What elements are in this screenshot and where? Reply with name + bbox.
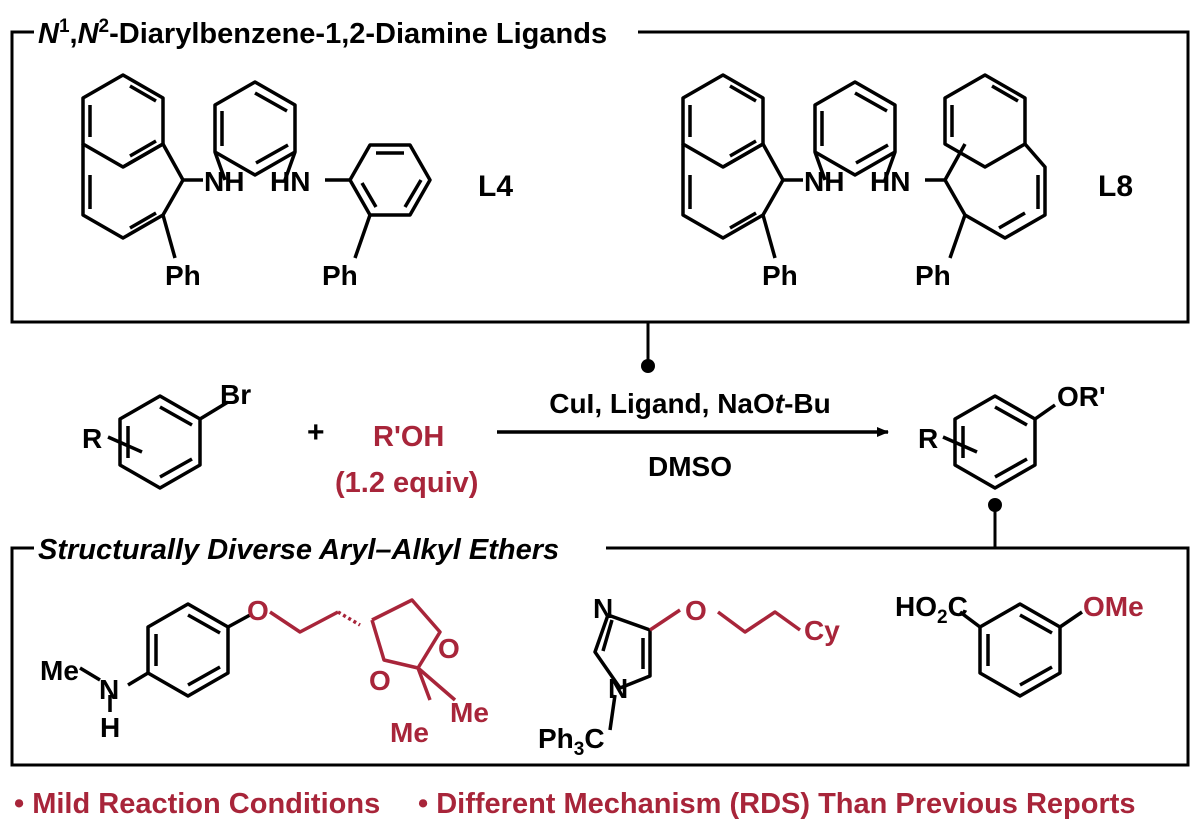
title-n2: N bbox=[78, 18, 100, 50]
ligand-l8-structure bbox=[681, 73, 1047, 259]
ex3-acid-b: C bbox=[948, 591, 968, 622]
ethers-box-title: Structurally Diverse Aryl–Alkyl Ethers bbox=[38, 534, 559, 566]
ex1-me-b: Me bbox=[390, 717, 429, 748]
ex1-n: N bbox=[99, 674, 119, 705]
product-connector bbox=[988, 498, 1002, 548]
l4-nh-2: HN bbox=[270, 166, 310, 197]
title-n1: N bbox=[38, 18, 60, 50]
title-sup1: 1 bbox=[59, 16, 70, 37]
ligand-l4-structure bbox=[81, 73, 432, 259]
product-or: OR' bbox=[1057, 381, 1106, 412]
ex2-trityl-a: Ph bbox=[538, 723, 574, 754]
ex1-h: H bbox=[100, 712, 120, 743]
footer-bullet-2: • Different Mechanism (RDS) Than Previou… bbox=[418, 788, 1136, 820]
reaction-conditions: CuI, Ligand, NaOt-Bu bbox=[549, 388, 831, 419]
ex1-me-left: Me bbox=[40, 655, 79, 686]
conditions-part-a: CuI, Ligand, NaO bbox=[549, 388, 775, 419]
l4-biphenyl-ring bbox=[348, 143, 432, 217]
alcohol-equiv: (1.2 equiv) bbox=[335, 467, 478, 499]
reaction-row: R Br + R'OH (1.2 equiv) CuI, Ligand, NaO… bbox=[82, 379, 1106, 499]
title-rest: -Diarylbenzene-1,2-Diamine Ligands bbox=[109, 18, 607, 50]
example-2-structure bbox=[593, 608, 802, 731]
example-3-structure bbox=[958, 602, 1083, 698]
l8-nh-2: HN bbox=[870, 166, 910, 197]
title-sup2: 2 bbox=[99, 16, 110, 37]
ex2-trityl-b: C bbox=[584, 723, 604, 754]
reaction-solvent: DMSO bbox=[648, 451, 732, 482]
ex2-trityl-sub: 3 bbox=[574, 739, 585, 760]
ex3-acid-sub: 2 bbox=[937, 607, 948, 628]
aryl-bromide-br: Br bbox=[220, 379, 251, 410]
example-1-structure bbox=[79, 598, 457, 712]
ligand-connector bbox=[641, 322, 655, 373]
ethers-box: Structurally Diverse Aryl–Alkyl Ethers M… bbox=[10, 534, 1190, 767]
ligand-box-title: N1,N2-Diarylbenzene-1,2-Diamine Ligands bbox=[38, 16, 607, 50]
plus-sign: + bbox=[307, 416, 325, 449]
conditions-part-b: -Bu bbox=[784, 388, 831, 419]
l4-nh-1: NH bbox=[204, 166, 244, 197]
aryl-bromide-structure bbox=[107, 394, 229, 490]
ex2-n-top: N bbox=[593, 593, 613, 624]
l4-central-benzene bbox=[213, 80, 297, 177]
ligand-box: N1,N2-Diarylbenzene-1,2-Diamine Ligands … bbox=[10, 16, 1190, 324]
l8-ph-2: Ph bbox=[915, 260, 951, 291]
product-r: R bbox=[918, 423, 938, 454]
ex1-o-ring1: O bbox=[438, 633, 460, 664]
ex2-cy: Cy bbox=[804, 615, 840, 646]
ligand-l8-label: L8 bbox=[1098, 170, 1133, 203]
aryl-bromide-r: R bbox=[82, 423, 102, 454]
l4-naphthalene-ring-b bbox=[81, 142, 185, 240]
ex1-o-ring2: O bbox=[369, 665, 391, 696]
l4-ph-1: Ph bbox=[165, 260, 201, 291]
l8-nh-1: NH bbox=[804, 166, 844, 197]
ex2-o-ether: O bbox=[685, 595, 707, 626]
l8-ph-1: Ph bbox=[762, 260, 798, 291]
l4-ph-2: Ph bbox=[322, 260, 358, 291]
product-structure bbox=[942, 394, 1057, 490]
conditions-part-t: t bbox=[775, 388, 786, 419]
ex1-o-ether: O bbox=[247, 595, 269, 626]
alcohol-reagent: R'OH bbox=[373, 421, 444, 453]
ex3-acid: HO2C bbox=[895, 591, 968, 628]
footer-bullet-1: • Mild Reaction Conditions bbox=[14, 788, 380, 820]
l4-naphthalene-ring-a bbox=[81, 73, 165, 169]
title-comma: , bbox=[70, 18, 78, 50]
ex3-acid-a: HO bbox=[895, 591, 937, 622]
ex2-trityl: Ph3C bbox=[538, 723, 605, 760]
ex3-ome: OMe bbox=[1083, 591, 1144, 622]
ligand-l4-label: L4 bbox=[478, 170, 513, 203]
ex2-n-ring: N bbox=[608, 673, 628, 704]
ex1-me-a: Me bbox=[450, 697, 489, 728]
